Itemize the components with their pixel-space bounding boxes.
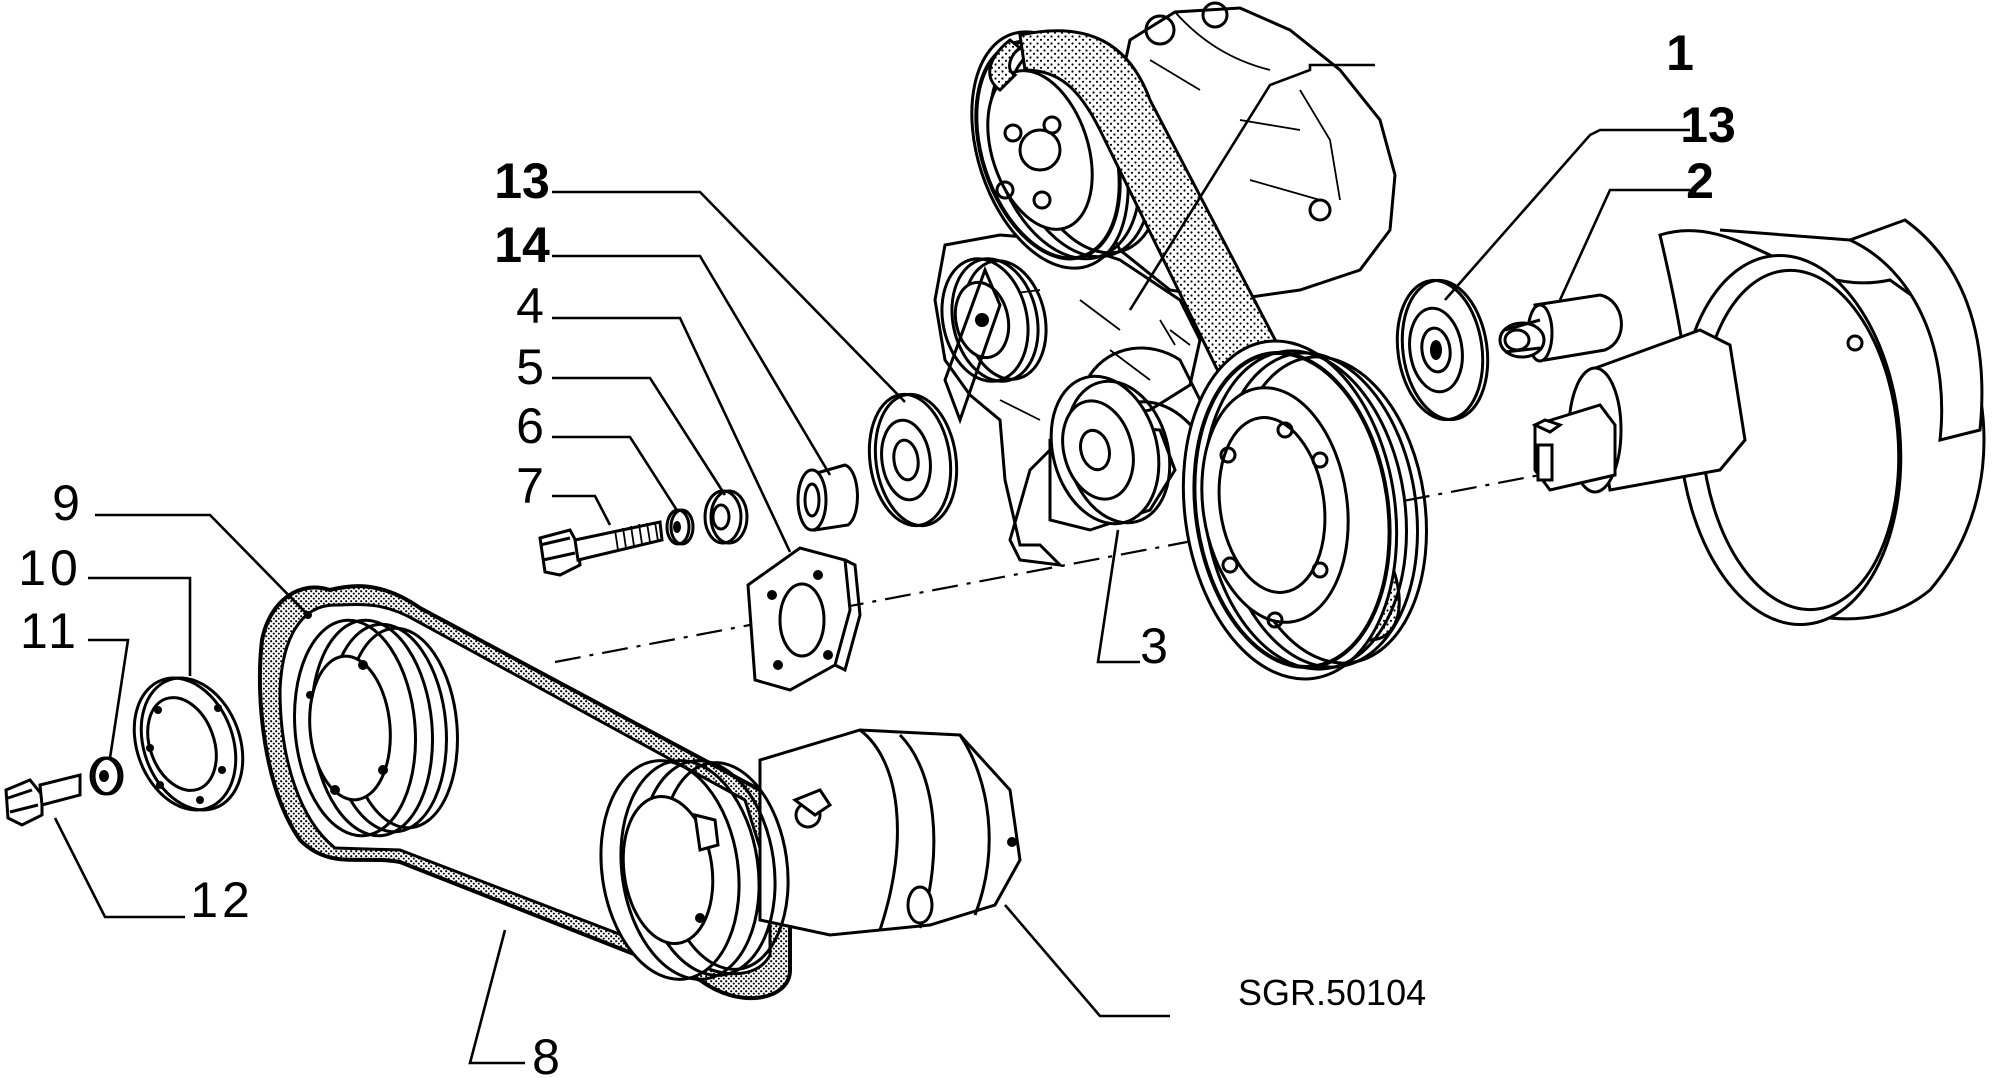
leader-lines	[53, 63, 1690, 1065]
washer-6	[665, 508, 695, 546]
callout-11: 11	[20, 603, 80, 659]
callout-12: 12	[190, 872, 254, 928]
callout-13-right: 13	[1680, 97, 1736, 153]
callout-14: 14	[494, 217, 550, 273]
callout-2: 2	[1686, 153, 1714, 209]
callout-labels: 1 13 2 13 14 4 5 6 7 3 9 10 11 12 8 SGR.…	[18, 25, 1736, 1078]
callout-9: 9	[52, 475, 84, 531]
bolt-12	[4, 773, 82, 827]
callout-10: 10	[18, 540, 82, 596]
lower-flange	[132, 676, 245, 812]
callout-1: 1	[1666, 25, 1694, 81]
spacer-disc-left	[867, 392, 959, 528]
callout-7: 7	[516, 458, 548, 514]
callout-8: 8	[532, 1029, 564, 1078]
bushing	[796, 463, 859, 532]
callout-5: 5	[516, 339, 548, 395]
callout-3: 3	[1140, 618, 1172, 674]
drawing-reference: SGR.50104	[1238, 972, 1426, 1013]
alternator-pulley	[940, 257, 1048, 383]
crankshaft-pulley	[1181, 339, 1428, 681]
callout-6: 6	[516, 398, 548, 454]
ac-compressor	[599, 728, 1022, 981]
lower-crank-pulley	[292, 611, 459, 838]
spacer-disc-right	[1395, 278, 1490, 422]
callout-4: 4	[516, 278, 548, 334]
washer-11	[89, 756, 124, 796]
callout-13-left: 13	[494, 153, 550, 209]
bolt-7	[538, 520, 664, 577]
crank-sleeve	[1498, 293, 1623, 363]
flange-plate	[746, 546, 862, 692]
washer-5	[703, 489, 749, 545]
belt-tensioner	[1048, 374, 1177, 532]
crankshaft	[1531, 218, 1986, 627]
